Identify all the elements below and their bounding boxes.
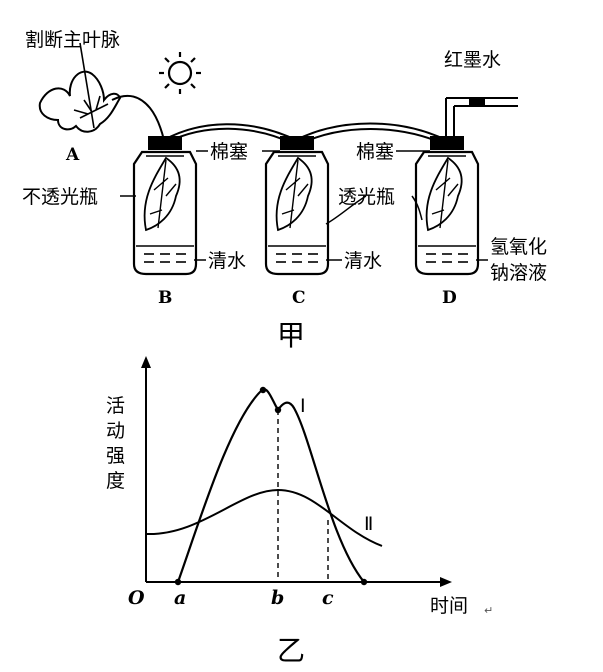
point-a	[174, 578, 182, 586]
bottle-b	[132, 136, 198, 276]
bottle-d	[414, 136, 480, 276]
y-label-char-3: 强	[106, 445, 125, 467]
tick-c: c	[322, 587, 334, 609]
curve-i	[176, 388, 365, 583]
x-label: 时间	[430, 595, 468, 617]
letter-c: C	[292, 288, 306, 308]
letter-b: B	[158, 288, 172, 308]
label-naoh-2: 钠溶液	[490, 262, 547, 284]
series-ii-label: Ⅱ	[364, 513, 373, 535]
label-water-c: 清水	[344, 250, 382, 272]
tick-b: b	[271, 587, 284, 609]
y-label-char-4: 度	[106, 470, 125, 492]
label-cut-vein: 割断主叶脉	[25, 29, 120, 51]
sun-icon	[159, 52, 201, 94]
y-label-char-2: 动	[106, 420, 125, 442]
red-ink-tube	[445, 97, 518, 140]
label-clear-bottle: 透光瓶	[338, 186, 395, 208]
cut-line	[79, 42, 95, 129]
caption-jia: 甲	[277, 319, 305, 352]
caption-yi: 乙	[277, 634, 305, 667]
y-label-char-1: 活	[106, 395, 125, 417]
return-mark: ↵	[484, 604, 493, 617]
letter-d: D	[442, 288, 457, 308]
label-red-ink: 红墨水	[444, 49, 501, 71]
label-stopper-2: 棉塞	[356, 141, 394, 163]
curve-ii	[145, 488, 383, 547]
letter-a: A	[65, 145, 80, 165]
tick-a: a	[174, 587, 186, 609]
label-water-b: 清水	[208, 250, 246, 272]
series-i-label: Ⅰ	[300, 395, 306, 417]
origin-label: O	[128, 587, 145, 609]
point-end	[360, 578, 368, 586]
label-stopper-1: 棉塞	[210, 141, 248, 163]
point-peak	[259, 386, 267, 394]
figure-jia: 割断主叶脉 红墨水 棉塞 棉塞 不透光瓶 透光瓶 清水 清水 氢氧化 钠溶液 A…	[22, 29, 547, 352]
label-naoh-1: 氢氧化	[490, 236, 547, 258]
leader-lines	[120, 150, 488, 261]
figure-yi: 活 动 强 度 O a b c Ⅰ Ⅱ 时间 ↵ 乙	[106, 356, 493, 667]
leaf-a-icon	[38, 70, 122, 133]
bottle-c	[264, 136, 330, 276]
label-opaque-bottle: 不透光瓶	[22, 186, 98, 208]
x-axis-arrow	[440, 577, 452, 587]
stem	[111, 94, 165, 141]
y-axis-arrow	[141, 356, 151, 368]
